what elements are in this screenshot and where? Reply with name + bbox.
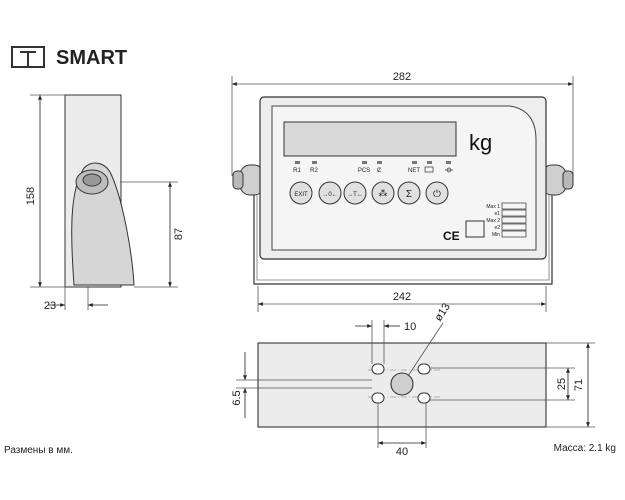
- side-view: 158 87 23: [25, 94, 185, 312]
- scale-logo-icon: [11, 46, 45, 68]
- weight-note: Масса: 2.1 kg: [554, 443, 616, 454]
- limit-max1: Max 1: [486, 204, 500, 210]
- on-off-button[interactable]: ⏻: [425, 181, 449, 205]
- unit-label: kg: [469, 130, 492, 155]
- limit-e2: e2: [494, 225, 500, 231]
- front-view: 282 kg R1 R2 PCS Ȼ: [231, 71, 574, 312]
- print-exit-button[interactable]: EXIT: [289, 181, 313, 205]
- zero-button[interactable]: →0←: [318, 181, 342, 205]
- limit-min: Min: [492, 232, 500, 238]
- limit-max2: Max 2: [486, 218, 500, 224]
- ce-mark: CE: [443, 229, 460, 243]
- indicator-pcs: PCS: [358, 168, 370, 174]
- pcs-button[interactable]: ⁂: [371, 181, 395, 205]
- limit-e1: e1: [494, 211, 500, 217]
- right-knob: [541, 164, 574, 196]
- left-knob: [232, 164, 265, 196]
- svg-text:Σ: Σ: [406, 189, 412, 200]
- indicator-r2: R2: [310, 168, 318, 174]
- product-title: SMART: [56, 47, 127, 69]
- center-hole: [390, 372, 414, 396]
- right-outer-label: 71: [573, 379, 585, 391]
- units-note: Размены в мм.: [4, 445, 73, 456]
- svg-text:⏻: ⏻: [433, 189, 441, 200]
- svg-text:⁂: ⁂: [379, 188, 388, 198]
- bottom-width-label: 242: [393, 291, 411, 303]
- plate-view: 10 ø13 40 6.5 25 71: [231, 301, 595, 458]
- width-label: 23: [44, 300, 56, 312]
- svg-text:→0←: →0←: [322, 192, 337, 198]
- hole-diameter-label: ø13: [432, 301, 452, 323]
- sum-button[interactable]: Σ: [397, 181, 421, 205]
- indicator-r1: R1: [293, 168, 301, 174]
- inner-height-label: 87: [173, 228, 185, 240]
- hole-spacing-bottom-label: 40: [396, 446, 408, 458]
- left-offset-label: 6.5: [231, 390, 243, 405]
- approval-box: [465, 220, 485, 238]
- zero-indicator-icon: [445, 167, 453, 173]
- battery-indicator-icon: [424, 166, 434, 173]
- stable-indicator-icon: Ȼ: [377, 168, 382, 174]
- hole-spacing-top-label: 10: [404, 321, 416, 333]
- front-width-label: 282: [393, 71, 411, 83]
- svg-text:EXIT: EXIT: [294, 192, 308, 198]
- limits-label-plate: [501, 202, 527, 238]
- tare-button[interactable]: →T←: [343, 181, 367, 205]
- indicator-net: NET: [408, 168, 420, 174]
- display-window: [283, 121, 457, 157]
- svg-text:→T←: →T←: [347, 192, 363, 198]
- right-inner-label: 25: [556, 378, 568, 390]
- height-label: 158: [25, 187, 37, 205]
